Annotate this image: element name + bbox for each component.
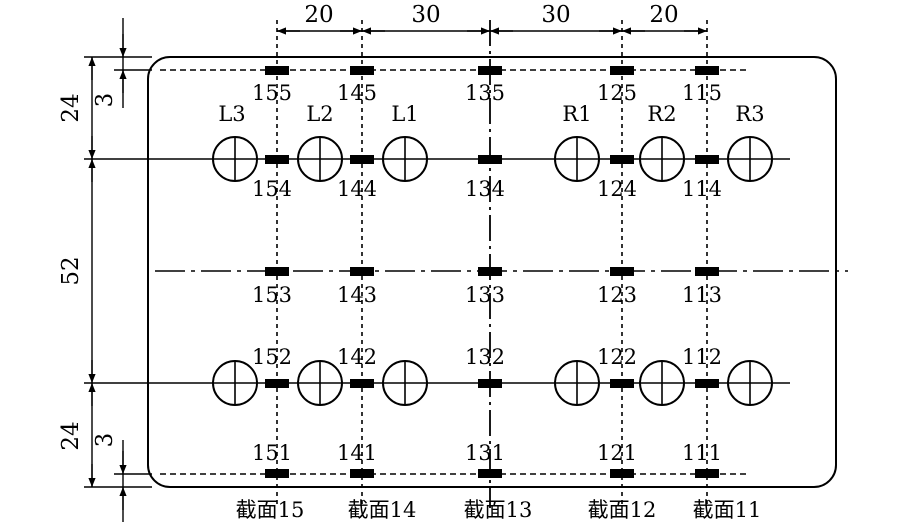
point-label-124: 124 [597, 177, 637, 201]
bolt-hole-lower-R2 [639, 360, 685, 406]
point-label-145: 145 [337, 81, 377, 105]
top-dim-20-left: 20 [304, 2, 333, 28]
bolt-hole-upper-R2 [639, 136, 685, 182]
point-label-155: 155 [252, 81, 292, 105]
gauge-121 [610, 469, 634, 478]
point-label-131: 131 [465, 441, 505, 465]
bolt-hole-lower-L3 [212, 360, 258, 406]
section-label-13: 截面13 [464, 498, 533, 522]
left-dim-3-bottom: 3 [92, 433, 118, 448]
gauge-112 [695, 379, 719, 388]
gauge-151 [265, 469, 289, 478]
section-label-12: 截面12 [588, 498, 657, 522]
bolt-label-L1: L1 [391, 102, 418, 126]
bolt-hole-lower-R1 [554, 360, 600, 406]
point-label-143: 143 [337, 283, 377, 307]
point-label-134: 134 [465, 177, 505, 201]
left-dim-52: 52 [58, 256, 84, 285]
point-label-125: 125 [597, 81, 637, 105]
bolt-hole-upper-L1 [382, 136, 428, 182]
bolt-hole-lower-L2 [297, 360, 343, 406]
gauge-154 [265, 155, 289, 164]
left-dim-24-top: 24 [58, 93, 84, 122]
point-label-121: 121 [597, 441, 637, 465]
gauge-113 [695, 267, 719, 276]
bolt-label-L3: L3 [218, 102, 245, 126]
point-label-154: 154 [252, 177, 292, 201]
gauge-145 [350, 66, 374, 75]
top-dim-30-left: 30 [411, 2, 440, 28]
bolt-hole-upper-L3 [212, 136, 258, 182]
gauge-132 [478, 379, 502, 388]
outer-boundary [147, 56, 837, 488]
point-label-142: 142 [337, 345, 377, 369]
point-label-122: 122 [597, 345, 637, 369]
bolt-hole-lower-L1 [382, 360, 428, 406]
gauge-124 [610, 155, 634, 164]
bolt-hole-upper-R1 [554, 136, 600, 182]
point-label-114: 114 [682, 177, 722, 201]
left-dim-3-top: 3 [92, 93, 118, 108]
gauge-131 [478, 469, 502, 478]
point-label-135: 135 [465, 81, 505, 105]
point-label-144: 144 [337, 177, 377, 201]
gauge-123 [610, 267, 634, 276]
left-dim-24-bottom: 24 [58, 421, 84, 450]
gauge-144 [350, 155, 374, 164]
point-label-153: 153 [252, 283, 292, 307]
gauge-111 [695, 469, 719, 478]
gauge-152 [265, 379, 289, 388]
bolt-label-R2: R2 [647, 102, 676, 126]
bolt-hole-upper-L2 [297, 136, 343, 182]
bolt-hole-lower-R3 [727, 360, 773, 406]
gauge-133 [478, 267, 502, 276]
point-label-152: 152 [252, 345, 292, 369]
gauge-114 [695, 155, 719, 164]
bolt-label-R1: R1 [562, 102, 591, 126]
gauge-115 [695, 66, 719, 75]
gauge-142 [350, 379, 374, 388]
bolt-hole-upper-R3 [727, 136, 773, 182]
point-label-132: 132 [465, 345, 505, 369]
gauge-135 [478, 66, 502, 75]
point-label-151: 151 [252, 441, 292, 465]
point-label-133: 133 [465, 283, 505, 307]
gauge-122 [610, 379, 634, 388]
point-label-112: 112 [682, 345, 722, 369]
strain-gauges [265, 66, 719, 478]
gauge-153 [265, 267, 289, 276]
gauge-125 [610, 66, 634, 75]
section-label-14: 截面14 [348, 498, 417, 522]
top-dim-30-right: 30 [541, 2, 570, 28]
point-label-111: 111 [682, 441, 722, 465]
point-label-141: 141 [337, 441, 377, 465]
section-label-15: 截面15 [236, 498, 305, 522]
gauge-155 [265, 66, 289, 75]
point-label-113: 113 [682, 283, 722, 307]
gauge-141 [350, 469, 374, 478]
point-label-123: 123 [597, 283, 637, 307]
gauge-143 [350, 267, 374, 276]
bolt-label-L2: L2 [306, 102, 333, 126]
bolt-label-R3: R3 [735, 102, 764, 126]
section-label-11: 截面11 [693, 498, 762, 522]
top-dim-20-right: 20 [649, 2, 678, 28]
point-label-115: 115 [682, 81, 722, 105]
gauge-134 [478, 155, 502, 164]
